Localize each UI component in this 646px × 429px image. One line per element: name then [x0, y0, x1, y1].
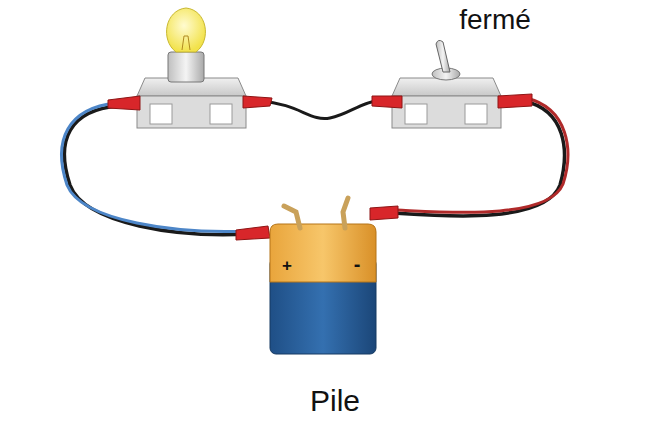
- switch: [392, 40, 501, 128]
- crocodile-clip: [108, 94, 532, 240]
- wire: [260, 100, 382, 119]
- wire: [62, 103, 248, 231]
- wire: [395, 101, 564, 216]
- wire: [397, 98, 568, 212]
- component-label: Pile: [310, 386, 360, 416]
- lamp-holder: [137, 8, 246, 128]
- battery: [270, 198, 376, 354]
- switch-state-label: fermé: [459, 6, 531, 34]
- polarity-mark: -: [354, 254, 361, 274]
- polarity-mark: +: [282, 257, 292, 274]
